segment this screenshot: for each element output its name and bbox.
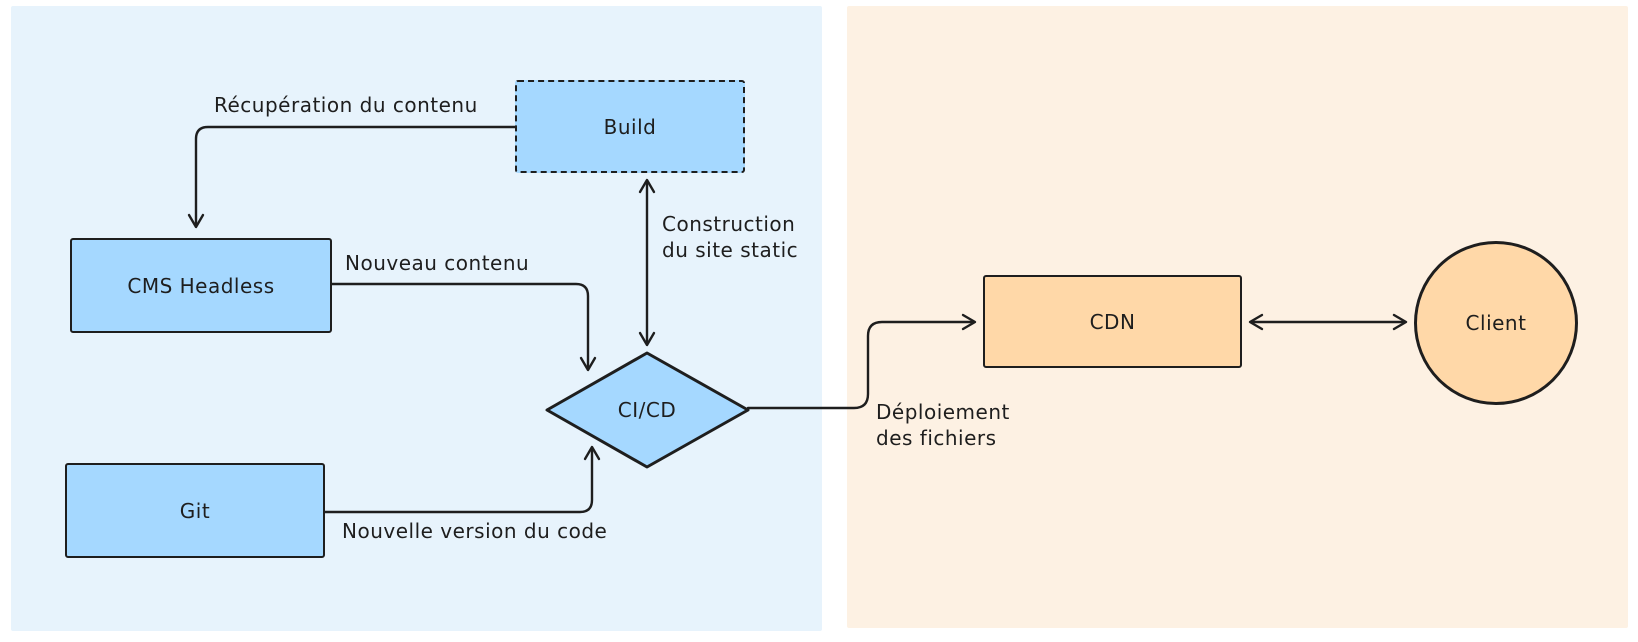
node-cms-headless-label: CMS Headless	[127, 273, 275, 298]
edge-build-to-cms	[187, 125, 517, 229]
node-git-label: Git	[179, 498, 211, 523]
edge-git-to-cicd	[323, 445, 601, 514]
edge-cms-to-cicd	[330, 282, 597, 372]
node-cdn: CDN	[983, 275, 1242, 368]
node-client-label: Client	[1465, 311, 1527, 335]
node-client: Client	[1414, 241, 1578, 405]
edge-cicd-to-cdn	[746, 313, 977, 410]
edge-label-nouveau-contenu: Nouveau contenu	[345, 251, 530, 275]
node-cicd-label: CI/CD	[617, 398, 677, 422]
edge-label-nouvelle-version-du-code: Nouvelle version du code	[342, 519, 608, 543]
node-cdn-label: CDN	[1089, 309, 1136, 334]
node-build-label: Build	[603, 114, 657, 139]
node-cicd: CI/CD	[547, 353, 747, 467]
node-build: Build	[515, 80, 745, 173]
edge-label-deploiement-des-fichiers: Déploiement des fichiers	[876, 400, 1010, 450]
edge-label-construction-du-site-static: Construction du site static	[662, 212, 799, 262]
node-cms-headless: CMS Headless	[70, 238, 332, 333]
edge-label-recuperation-du-contenu: Récupération du contenu	[214, 93, 478, 117]
node-cicd-shape	[545, 351, 750, 469]
node-git: Git	[65, 463, 325, 558]
